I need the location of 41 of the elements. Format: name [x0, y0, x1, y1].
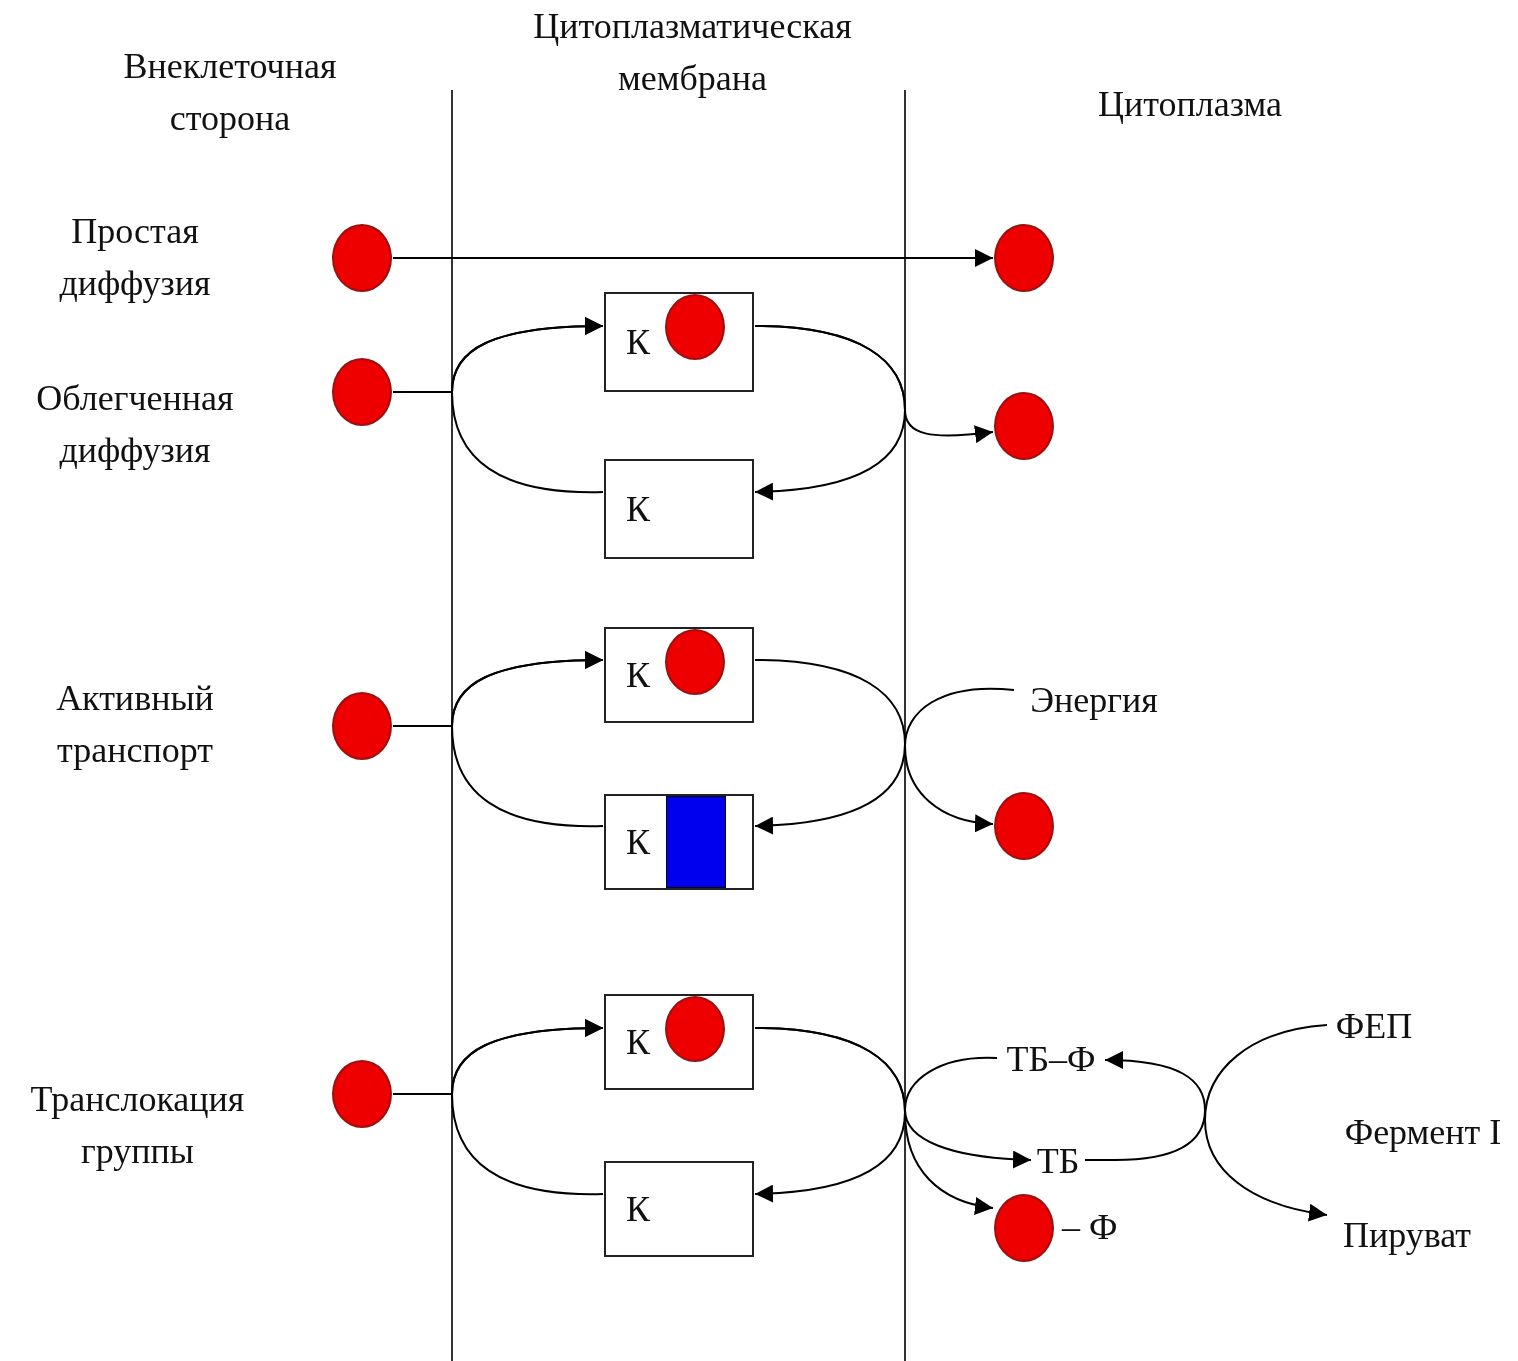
arrow	[754, 325, 994, 443]
term-label: ТБ–Ф	[998, 1038, 1104, 1082]
arrow	[1084, 1051, 1206, 1161]
row-label: Облегченная диффузия	[35, 377, 235, 473]
row-label: Транслокация группы	[29, 1078, 246, 1174]
row-label: Простая диффузия	[58, 210, 212, 306]
arrow	[754, 1027, 994, 1215]
arrow	[904, 1056, 1032, 1169]
beside-label: – Ф	[1062, 1208, 1118, 1248]
arrow	[451, 317, 604, 493]
arrow	[392, 249, 994, 267]
row-label: Фермент I	[1343, 1111, 1503, 1154]
carrier-box	[604, 1161, 754, 1257]
energy-bar	[666, 796, 726, 888]
carrier-letter: К	[626, 324, 650, 360]
carrier-box	[604, 459, 754, 559]
arrow	[904, 687, 1015, 832]
arrow	[451, 1019, 604, 1195]
column-heading: Внеклеточная сторона	[122, 45, 338, 141]
column-heading: Цитоплазматическая мембрана	[532, 5, 853, 101]
particle-circle	[665, 996, 725, 1062]
arrow	[451, 651, 604, 827]
carrier-letter: К	[626, 491, 650, 527]
particle-circle	[665, 294, 725, 360]
term-label: ТБ	[1032, 1140, 1084, 1184]
term-label: Пируват	[1328, 1213, 1486, 1259]
carrier-box	[604, 627, 754, 723]
term-label: Энергия	[1015, 678, 1173, 724]
carrier-box	[604, 292, 754, 392]
column-heading: Цитоплазма	[1097, 83, 1283, 126]
carrier-letter: К	[626, 1024, 650, 1060]
carrier-letter: К	[626, 824, 650, 860]
term-label: ФЕП	[1328, 1005, 1420, 1049]
carrier-letter: К	[626, 657, 650, 693]
carrier-letter: К	[626, 1191, 650, 1227]
particle-circle	[665, 629, 725, 695]
arrow	[1204, 1024, 1328, 1221]
arrow	[754, 659, 906, 835]
carrier-box	[604, 994, 754, 1090]
row-label: Активный транспорт	[55, 677, 215, 773]
carrier-box	[604, 794, 754, 890]
